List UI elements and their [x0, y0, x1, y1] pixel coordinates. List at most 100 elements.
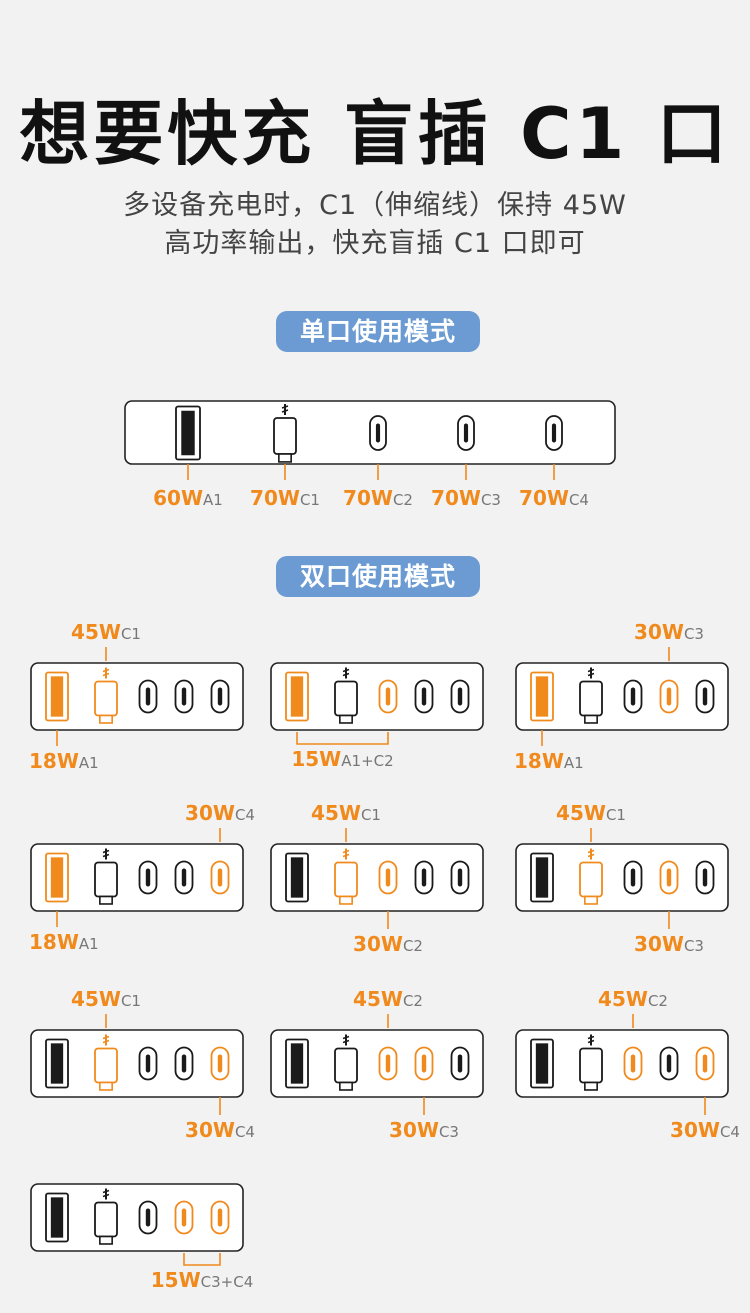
usb-c-port-icon — [210, 1046, 230, 1081]
watt-value: 15W — [291, 747, 342, 771]
port-name: C2 — [402, 937, 423, 955]
dual-label-5-c1: 45WC1 — [311, 802, 381, 826]
dual-label-8-c3: 30WC3 — [389, 1119, 459, 1143]
usb-a-port-icon — [45, 671, 69, 722]
usb-c-port-icon — [174, 679, 194, 714]
port-name: C1 — [360, 806, 381, 824]
port-name: A1 — [203, 491, 223, 509]
single-port-label-c1: 70WC1 — [250, 487, 320, 511]
watt-value: 30W — [353, 932, 403, 956]
port-name: A1 — [78, 935, 99, 953]
port-name: A1 — [78, 754, 99, 772]
dual-label-1-c1: 45WC1 — [71, 621, 141, 645]
watt-value: 45W — [71, 620, 121, 644]
watt-value: 18W — [514, 749, 564, 773]
dual-mode-badge: 双口使用模式 — [276, 556, 480, 597]
usb-c-port-icon — [695, 679, 715, 714]
usb-c-port-icon — [450, 860, 470, 895]
retractable-cable-c1-icon — [94, 667, 118, 724]
usb-a-port-icon — [285, 1038, 309, 1089]
page-title: 想要快充 盲插 C1 口 — [19, 93, 731, 175]
dual-label-1-a1: 18WA1 — [29, 750, 99, 774]
single-mode-badge: 单口使用模式 — [276, 311, 480, 352]
port-name: C2 — [402, 992, 423, 1010]
usb-c-port-icon — [138, 860, 158, 895]
dual-mode-strip-8 — [270, 1029, 484, 1098]
port-name: C3+C4 — [200, 1273, 254, 1291]
single-port-label-c4: 70WC4 — [519, 487, 589, 511]
dual-mode-strip-6 — [515, 843, 729, 912]
single-port-label-a1: 60WA1 — [153, 487, 223, 511]
usb-c-port-icon — [210, 679, 230, 714]
usb-c-port-icon — [138, 679, 158, 714]
usb-c-port-icon — [174, 860, 194, 895]
dual-label-8-c2: 45WC2 — [353, 988, 423, 1012]
dual-label-10-c3-c4: 15WC3+C4 — [151, 1269, 254, 1293]
retractable-cable-c1-icon — [579, 1034, 603, 1091]
usb-a-port-icon — [530, 852, 554, 903]
watt-value: 30W — [634, 932, 684, 956]
retractable-cable-c1-icon — [94, 1034, 118, 1091]
port-name: C1 — [120, 625, 141, 643]
dual-mode-strip-2 — [270, 662, 484, 731]
watt-value: 70W — [343, 486, 393, 510]
usb-c-port-icon — [623, 1046, 643, 1081]
dual-mode-strip-3 — [515, 662, 729, 731]
watt-value: 15W — [150, 1268, 201, 1292]
usb-a-port-icon — [45, 852, 69, 903]
dual-mode-strip-1 — [30, 662, 244, 731]
usb-c-port-icon — [450, 1046, 470, 1081]
usb-c-port-icon — [695, 860, 715, 895]
usb-c-port-icon — [659, 1046, 679, 1081]
dual-label-6-c3: 30WC3 — [634, 933, 704, 957]
dual-label-7-c1: 45WC1 — [71, 988, 141, 1012]
usb-c-port-icon — [378, 679, 398, 714]
port-name: C4 — [234, 1123, 255, 1141]
usb-c-port-icon — [457, 415, 475, 451]
usb-c-port-icon — [659, 679, 679, 714]
watt-value: 70W — [519, 486, 569, 510]
port-name: C3 — [683, 937, 704, 955]
watt-value: 45W — [598, 987, 648, 1011]
usb-a-port-icon — [45, 1192, 69, 1243]
port-name: C4 — [568, 491, 589, 509]
retractable-cable-c1-icon — [334, 848, 358, 905]
dual-label-4-a1: 18WA1 — [29, 931, 99, 955]
dual-mode-strip-7 — [30, 1029, 244, 1098]
port-name: C1 — [605, 806, 626, 824]
dual-label-5-c2: 30WC2 — [353, 933, 423, 957]
usb-a-port-icon — [530, 1038, 554, 1089]
usb-c-port-icon — [450, 679, 470, 714]
watt-value: 30W — [634, 620, 684, 644]
usb-c-port-icon — [378, 860, 398, 895]
port-name: C4 — [234, 806, 255, 824]
usb-c-port-icon — [210, 860, 230, 895]
watt-value: 30W — [185, 801, 235, 825]
usb-c-port-icon — [695, 1046, 715, 1081]
usb-c-port-icon — [545, 415, 563, 451]
retractable-cable-c1-icon — [334, 1034, 358, 1091]
subtitle-line-1: 多设备充电时，C1（伸缩线）保持 45W — [123, 190, 627, 221]
watt-value: 18W — [29, 749, 79, 773]
usb-a-port-icon — [285, 671, 309, 722]
dual-mode-strip-9 — [515, 1029, 729, 1098]
watt-value: 45W — [71, 987, 121, 1011]
usb-c-port-icon — [138, 1046, 158, 1081]
usb-c-port-icon — [414, 860, 434, 895]
dual-label-2-a1-c2: 15WA1+C2 — [291, 748, 393, 772]
watt-value: 30W — [389, 1118, 439, 1142]
dual-label-4-c4: 30WC4 — [185, 802, 255, 826]
port-name: A1 — [563, 754, 584, 772]
usb-a-port-icon — [45, 1038, 69, 1089]
dual-label-9-c2: 45WC2 — [598, 988, 668, 1012]
usb-a-port-icon — [530, 671, 554, 722]
usb-c-port-icon — [623, 860, 643, 895]
usb-c-port-icon — [210, 1200, 230, 1235]
usb-c-port-icon — [414, 679, 434, 714]
retractable-cable-c1-icon — [273, 404, 297, 463]
port-name: C1 — [120, 992, 141, 1010]
watt-value: 45W — [353, 987, 403, 1011]
watt-value: 30W — [185, 1118, 235, 1142]
